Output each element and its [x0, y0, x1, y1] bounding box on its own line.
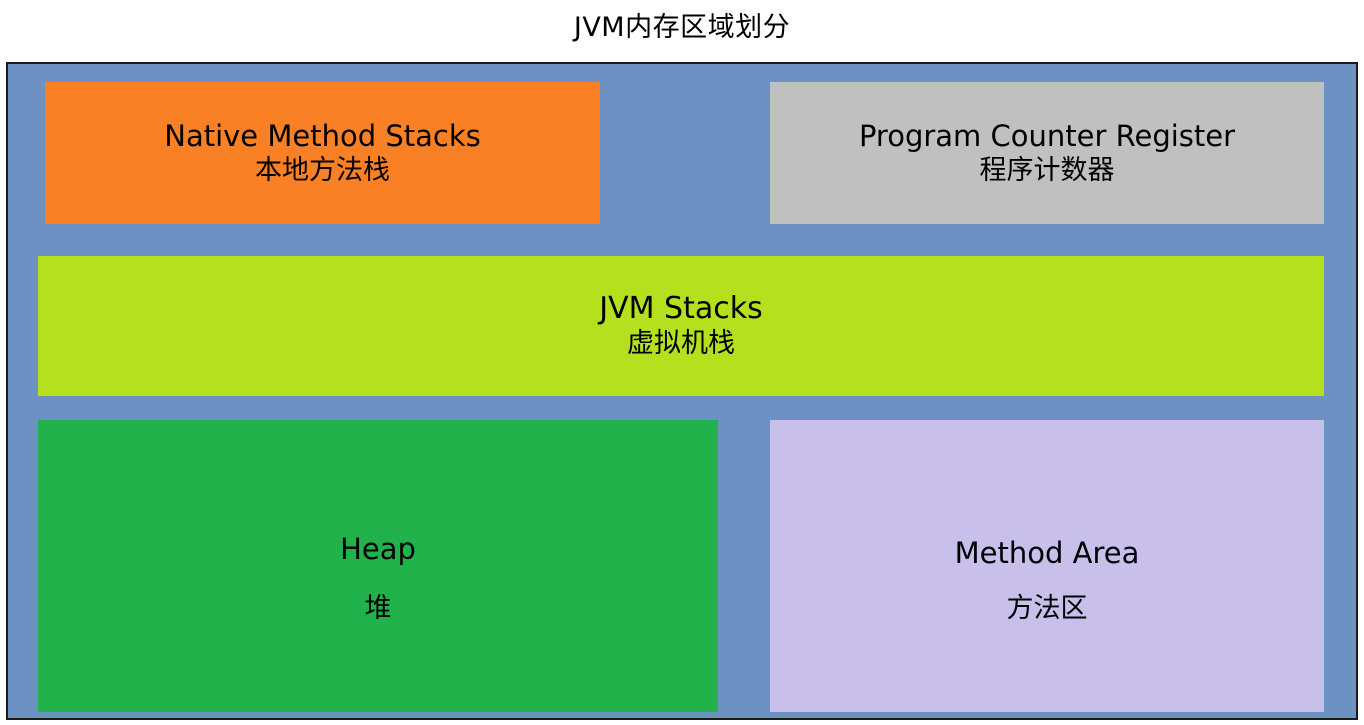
region-jvm-stacks-label-zh: 虚拟机栈 — [627, 328, 735, 359]
region-heap: Heap 堆 — [38, 420, 718, 712]
region-jvm-stacks: JVM Stacks 虚拟机栈 — [38, 256, 1324, 396]
region-heap-label-en: Heap — [340, 532, 416, 566]
region-program-counter-register: Program Counter Register 程序计数器 — [770, 82, 1324, 224]
region-jvm-stacks-label-en: JVM Stacks — [599, 291, 763, 326]
jvm-memory-container: Native Method Stacks 本地方法栈 Program Count… — [6, 62, 1358, 720]
region-native-method-stacks: Native Method Stacks 本地方法栈 — [45, 82, 600, 224]
region-method-area-label-en: Method Area — [954, 536, 1140, 570]
region-heap-label-zh: 堆 — [364, 593, 392, 624]
region-method-area: Method Area 方法区 — [770, 420, 1324, 712]
region-method-area-label-zh: 方法区 — [1006, 593, 1088, 624]
page-title: JVM内存区域划分 — [573, 12, 791, 43]
region-native-method-stacks-label-en: Native Method Stacks — [164, 119, 481, 153]
region-program-counter-register-label-zh: 程序计数器 — [979, 155, 1115, 186]
region-native-method-stacks-label-zh: 本地方法栈 — [255, 155, 390, 186]
region-program-counter-register-label-en: Program Counter Register — [858, 119, 1236, 153]
